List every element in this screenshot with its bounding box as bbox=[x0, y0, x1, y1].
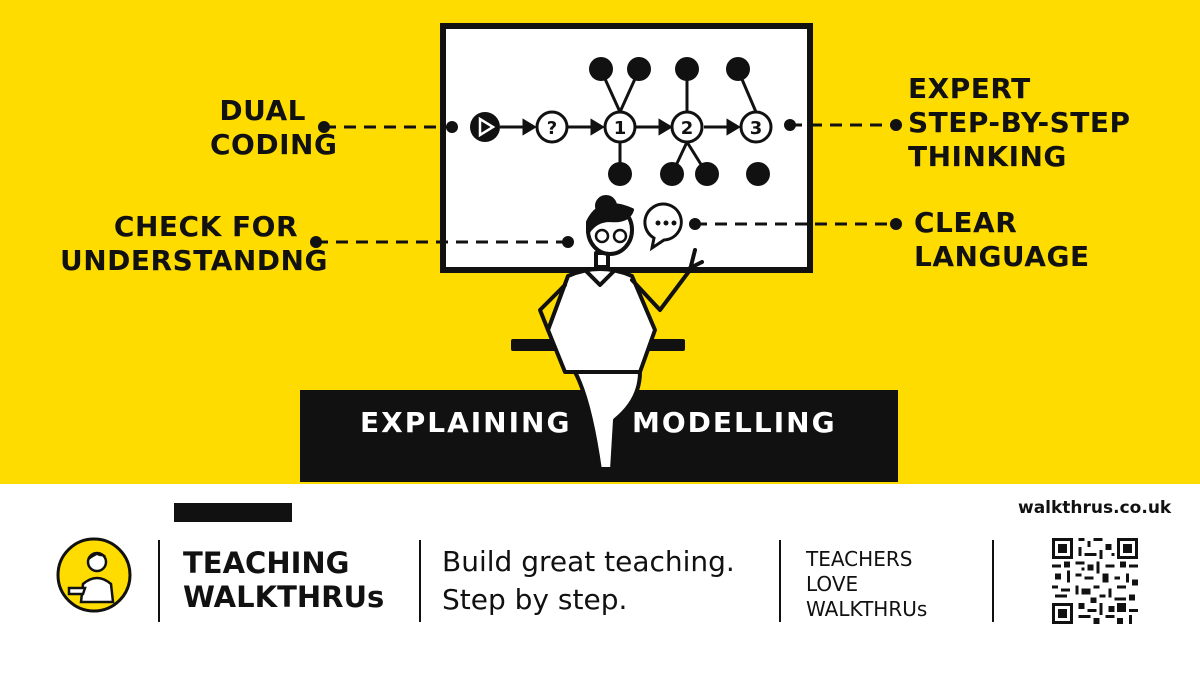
label-line: CLEAR bbox=[914, 206, 1018, 239]
illustration: ? 1 2 3 bbox=[300, 23, 902, 482]
brand-line: WALKTHRUs bbox=[183, 580, 385, 614]
footer-divider bbox=[779, 540, 781, 622]
label-line: EXPERT bbox=[908, 72, 1031, 105]
brand-bar bbox=[174, 503, 292, 522]
speech-bubble-icon bbox=[643, 202, 683, 252]
diagram-node-1: 1 bbox=[603, 110, 637, 144]
qr-code bbox=[1052, 538, 1138, 624]
tagline-line: Step by step. bbox=[442, 583, 628, 616]
diagram-node-2: 2 bbox=[670, 110, 704, 144]
label-expert-thinking: EXPERT STEP-BY-STEP THINKING bbox=[908, 72, 1131, 174]
connector-lines bbox=[316, 123, 896, 244]
love-line: TEACHERS bbox=[806, 547, 913, 571]
connector-dots bbox=[310, 119, 902, 248]
diagram-node-label: 1 bbox=[614, 118, 627, 139]
website-link[interactable]: walkthrus.co.uk bbox=[1018, 498, 1172, 518]
diagram-node-label: ? bbox=[547, 118, 557, 139]
label-line: CHECK FOR bbox=[113, 210, 298, 243]
footer-divider bbox=[158, 540, 160, 622]
teachers-love: TEACHERS LOVE WALKTHRUs bbox=[806, 547, 927, 622]
footer-divider bbox=[419, 540, 421, 622]
footer-divider bbox=[992, 540, 994, 622]
banner-explaining: EXPLAINING bbox=[360, 406, 572, 439]
label-line: THINKING bbox=[908, 140, 1067, 173]
label-check-for-understanding: CHECK FOR UNDERSTANDNG bbox=[60, 210, 328, 278]
love-line: WALKTHRUs bbox=[806, 597, 928, 621]
diagram-node-question: ? bbox=[535, 110, 569, 144]
label-line: DUAL bbox=[219, 94, 306, 127]
love-line: LOVE bbox=[806, 572, 859, 596]
label-dual-coding: DUAL CODING bbox=[210, 94, 338, 162]
diagram-node-3: 3 bbox=[739, 110, 773, 144]
label-line: CODING bbox=[210, 128, 338, 161]
diagram-arrows bbox=[500, 118, 741, 136]
diagram-node-label: 2 bbox=[681, 118, 694, 139]
teacher-logo-icon bbox=[56, 537, 132, 613]
brand-line: TEACHING bbox=[183, 546, 350, 580]
tagline-line: Build great teaching. bbox=[442, 545, 735, 578]
label-line: UNDERSTANDNG bbox=[60, 244, 328, 277]
label-line: STEP-BY-STEP bbox=[908, 106, 1131, 139]
tagline: Build great teaching. Step by step. bbox=[442, 543, 735, 619]
brand-name: TEACHING WALKTHRUs bbox=[183, 546, 384, 614]
banner-modelling: MODELLING bbox=[632, 406, 837, 439]
diagram-leaf-dots bbox=[589, 57, 770, 186]
diagram-node-label: 3 bbox=[750, 118, 763, 139]
label-clear-language: CLEAR LANGUAGE bbox=[914, 206, 1090, 274]
label-line: LANGUAGE bbox=[914, 240, 1090, 273]
teacher-illustration bbox=[511, 195, 704, 473]
play-icon bbox=[470, 112, 500, 142]
